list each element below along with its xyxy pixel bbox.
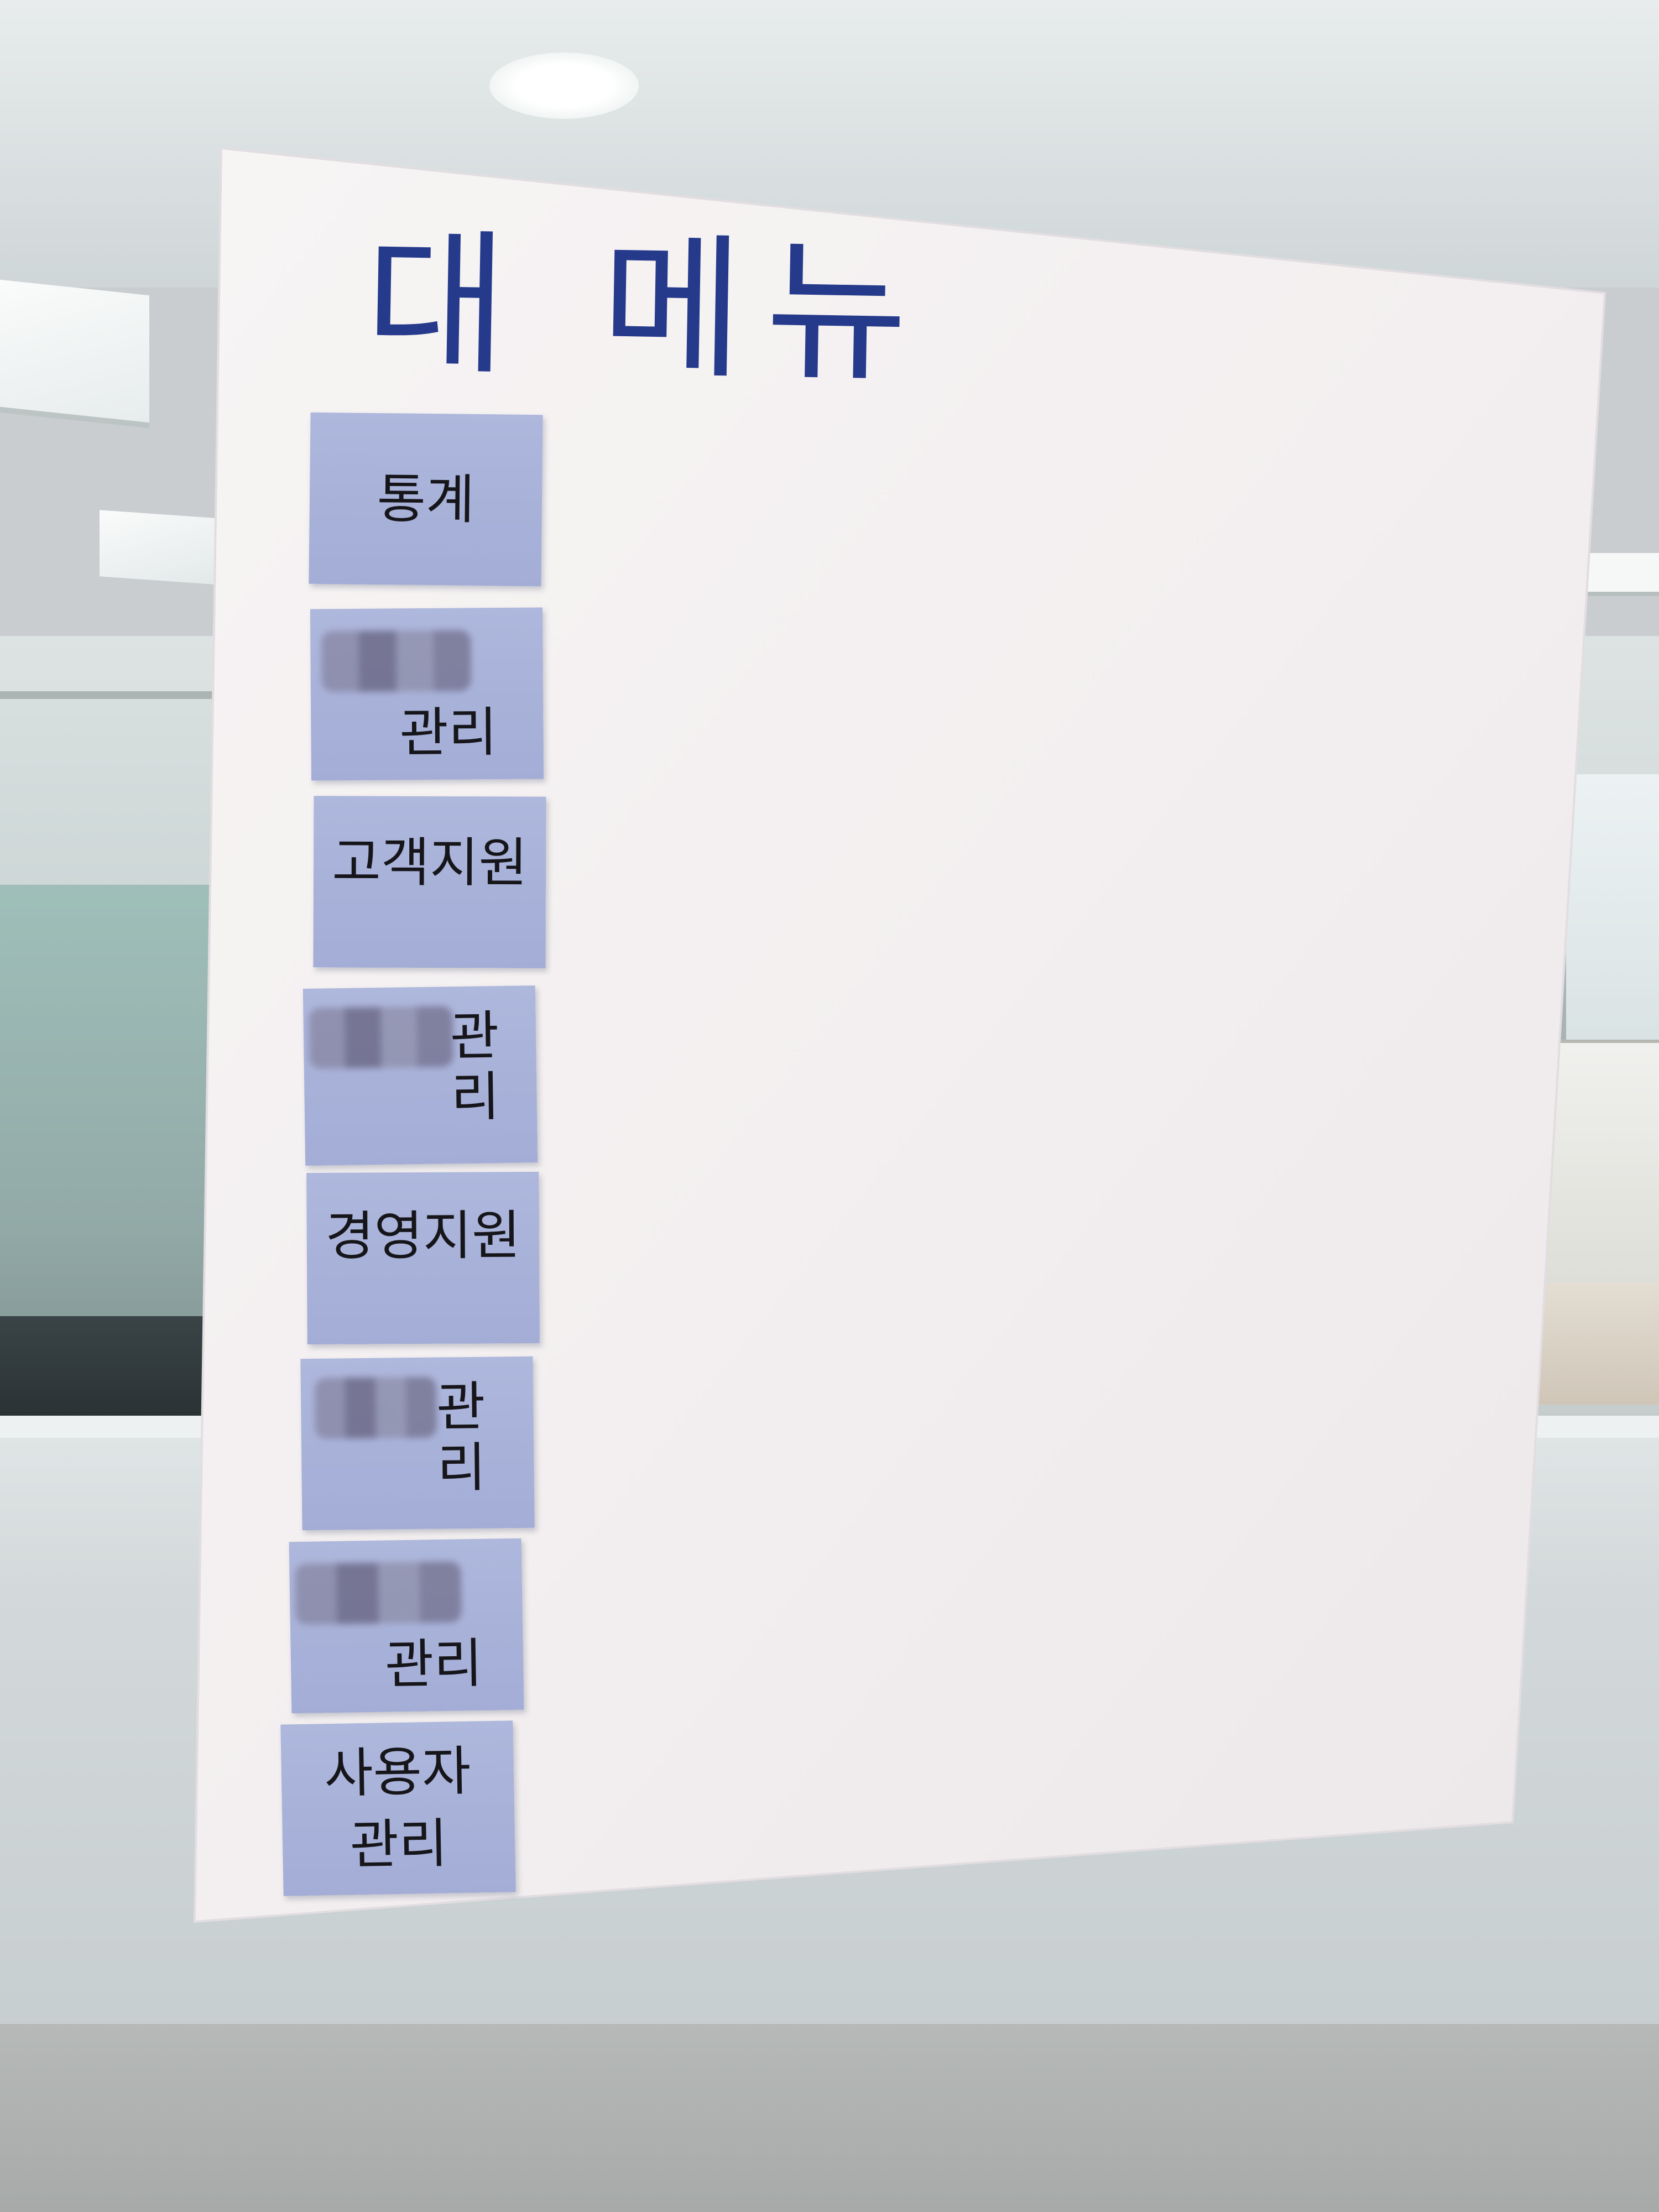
note-label: 관리	[436, 1375, 487, 1499]
note-label: 사용자 관리	[280, 1720, 515, 1896]
floor	[0, 2024, 1659, 2212]
redacted-text	[321, 630, 471, 692]
note-label: 통계	[377, 468, 475, 531]
sticky-note: 통계	[309, 412, 543, 587]
sticky-note: 관리	[302, 985, 538, 1166]
desk	[0, 1316, 221, 1416]
sticky-note: 관리	[300, 1356, 535, 1531]
sticky-note: 고객지원	[313, 796, 546, 968]
poster-title: 대 메뉴	[363, 214, 932, 404]
redacted-text	[314, 1376, 437, 1439]
note-label: 관리	[399, 701, 498, 764]
ceiling-light	[489, 53, 639, 119]
note-label: 관리	[450, 1005, 500, 1129]
sticky-note: 관리	[310, 607, 544, 781]
note-label-line: 관리	[349, 1812, 448, 1876]
sticky-note: 사용자 관리	[280, 1720, 516, 1896]
redacted-text	[295, 1561, 462, 1625]
redacted-text	[309, 1006, 453, 1069]
note-label: 관리	[384, 1632, 483, 1696]
note-label: 고객지원	[332, 831, 528, 894]
sticky-note: 경영지원	[306, 1171, 540, 1345]
note-label-line: 사용자	[324, 1740, 472, 1805]
sticky-note: 관리	[289, 1538, 524, 1714]
note-label: 경영지원	[325, 1204, 521, 1267]
ceiling-light-panel	[1587, 553, 1659, 596]
